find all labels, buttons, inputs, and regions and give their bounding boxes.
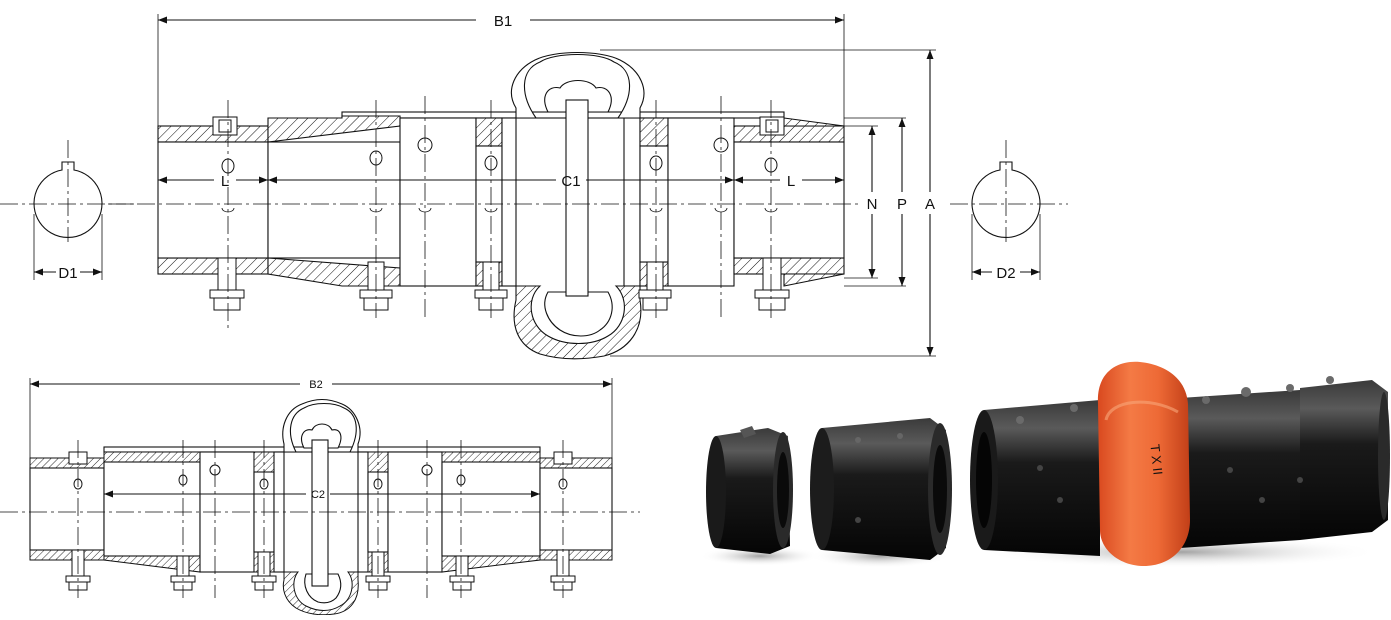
product-photo: T X II (700, 361, 1390, 568)
secondary-section-view: B2 (0, 378, 640, 616)
dimension-label-l-left: L (221, 173, 229, 190)
orange-flex-tire (1097, 361, 1190, 566)
top-setscrew-right (759, 116, 785, 136)
top-setscrew-left (212, 116, 238, 136)
shaft-end-view-left: D1 (0, 140, 138, 282)
photo-assembled-coupling: T X II (970, 361, 1390, 566)
main-section-view: B1 L C1 L N P A (108, 13, 936, 360)
dimension-label-d1: D1 (58, 265, 77, 282)
dimension-label-b1: B1 (494, 13, 512, 30)
dimension-label-d2: D2 (996, 265, 1015, 282)
tire-marking-text: T X II (1147, 443, 1165, 475)
dimension-label-c2: C2 (311, 489, 325, 501)
dimension-label-p: P (897, 196, 907, 213)
dimension-label-c1: C1 (561, 173, 580, 190)
dimension-label-l-right: L (787, 173, 795, 190)
dimension-label-n: N (867, 196, 878, 213)
photo-hub-small (706, 426, 793, 554)
shaft-end-view-right: D2 (950, 140, 1068, 282)
dimension-label-a: A (925, 196, 935, 213)
dimension-label-b2: B2 (309, 379, 322, 391)
photo-hub-medium (810, 418, 952, 560)
